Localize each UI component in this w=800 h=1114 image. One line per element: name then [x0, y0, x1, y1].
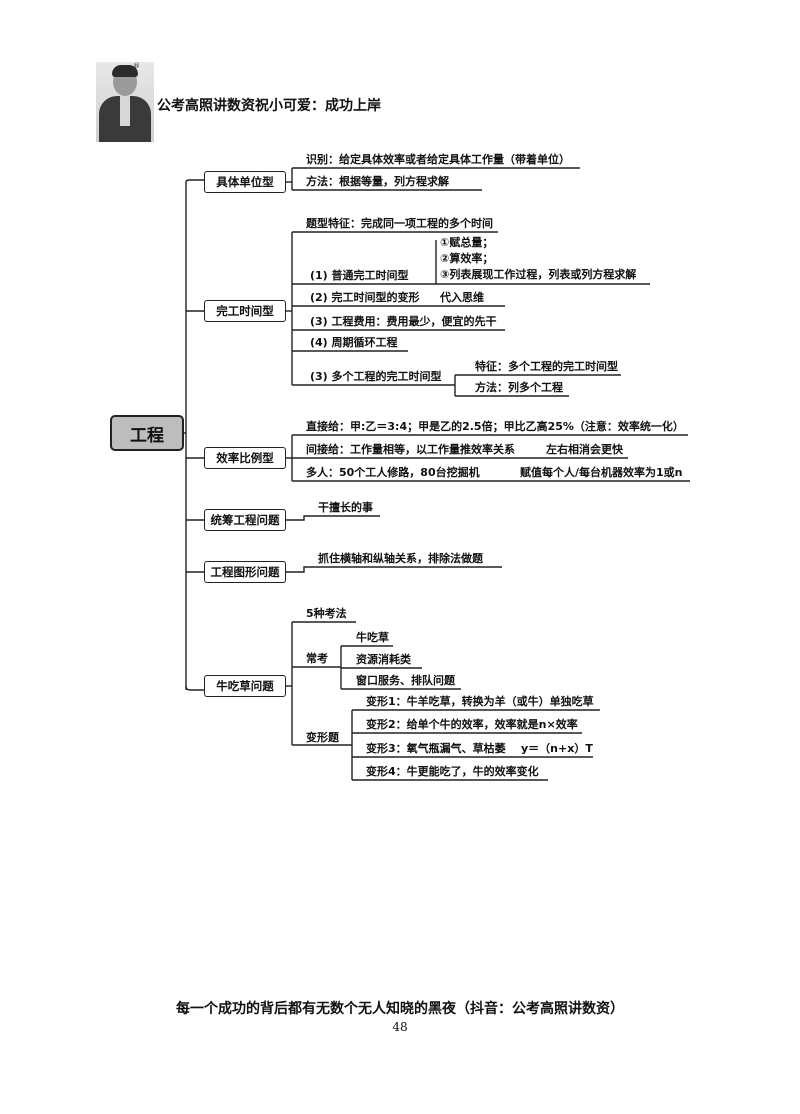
b6-common-1: 牛吃草: [356, 631, 389, 644]
b2-cost: (3) 工程费用：费用最少，便宜的先干: [310, 315, 497, 328]
b6-variant-3: 变形3：氧气瓶漏气、草枯萎: [366, 742, 506, 755]
b6-variant: 变形题: [306, 731, 339, 744]
b2-normal-type: (1) 普通完工时间型: [310, 269, 409, 282]
b2-step-1: ①赋总量；: [440, 236, 494, 249]
branch-overall-planning: 统筹工程问题: [204, 509, 286, 531]
author-avatar: [96, 62, 154, 142]
b3-indirect: 间接给：工作量相等，以工作量推效率关系: [306, 443, 515, 456]
registered-mark: ®: [133, 62, 140, 70]
b2-variant-note: 代入思维: [440, 291, 484, 304]
b1-identify: 识别：给定具体效率或者给定具体工作量（带着单位）: [306, 153, 570, 166]
b2-variant-type: (2) 完工时间型的变形: [310, 291, 420, 304]
b2-multi-project: (3) 多个工程的完工时间型: [310, 370, 442, 383]
b3-multi-tip: 赋值每个人/每台机器效率为1或n: [520, 466, 683, 479]
b2-step-2: ②算效率；: [440, 252, 494, 265]
b6-common-3: 窗口服务、排队问题: [356, 674, 455, 687]
b6-common-2: 资源消耗类: [356, 653, 411, 666]
branch-completion-time: 完工时间型: [204, 300, 286, 322]
branch-cow-grass: 牛吃草问题: [204, 675, 286, 697]
b5-note: 抓住横轴和纵轴关系，排除法做题: [318, 552, 483, 565]
b3-multi: 多人：50个工人修路，80台挖掘机: [306, 466, 480, 479]
header-title: 公考高照讲数资祝小可爱：成功上岸: [157, 98, 381, 114]
b6-five-methods: 5种考法: [306, 607, 347, 620]
b6-variant-4: 变形4：牛更能吃了，牛的效率变化: [366, 765, 539, 778]
branch-efficiency-ratio: 效率比例型: [204, 447, 286, 469]
branch-specific-unit: 具体单位型: [204, 171, 286, 193]
page-number: 48: [392, 1020, 408, 1034]
b6-common: 常考: [306, 652, 328, 665]
b6-variant-2: 变形2：给单个牛的效率，效率就是n×效率: [366, 718, 578, 731]
b1-method: 方法：根据等量，列方程求解: [306, 175, 449, 188]
b3-direct: 直接给：甲:乙＝3:4；甲是乙的2.5倍；甲比乙高25%（注意：效率统一化）: [306, 420, 684, 433]
b2-feature: 题型特征：完成同一项工程的多个时间: [306, 217, 493, 230]
b2-cycle: (4) 周期循环工程: [310, 336, 398, 349]
root-node: 工程: [110, 415, 184, 451]
b2-multi-feature: 特征：多个工程的完工时间型: [475, 360, 618, 373]
b6-variant-1: 变形1：牛羊吃草，转换为羊（或牛）单独吃草: [366, 695, 594, 708]
b4-note: 干擅长的事: [318, 501, 373, 514]
b2-step-3: ③列表展现工作过程，列表或列方程求解: [440, 268, 637, 281]
b3-indirect-tip: 左右相消会更快: [546, 443, 623, 456]
b6-variant-3-formula: y＝（n+x）T: [521, 742, 593, 755]
b2-multi-method: 方法：列多个工程: [475, 381, 563, 394]
branch-engineering-graph: 工程图形问题: [204, 561, 286, 583]
footer-slogan: 每一个成功的背后都有无数个无人知晓的黑夜（抖音：公考高照讲数资）: [176, 1001, 624, 1017]
